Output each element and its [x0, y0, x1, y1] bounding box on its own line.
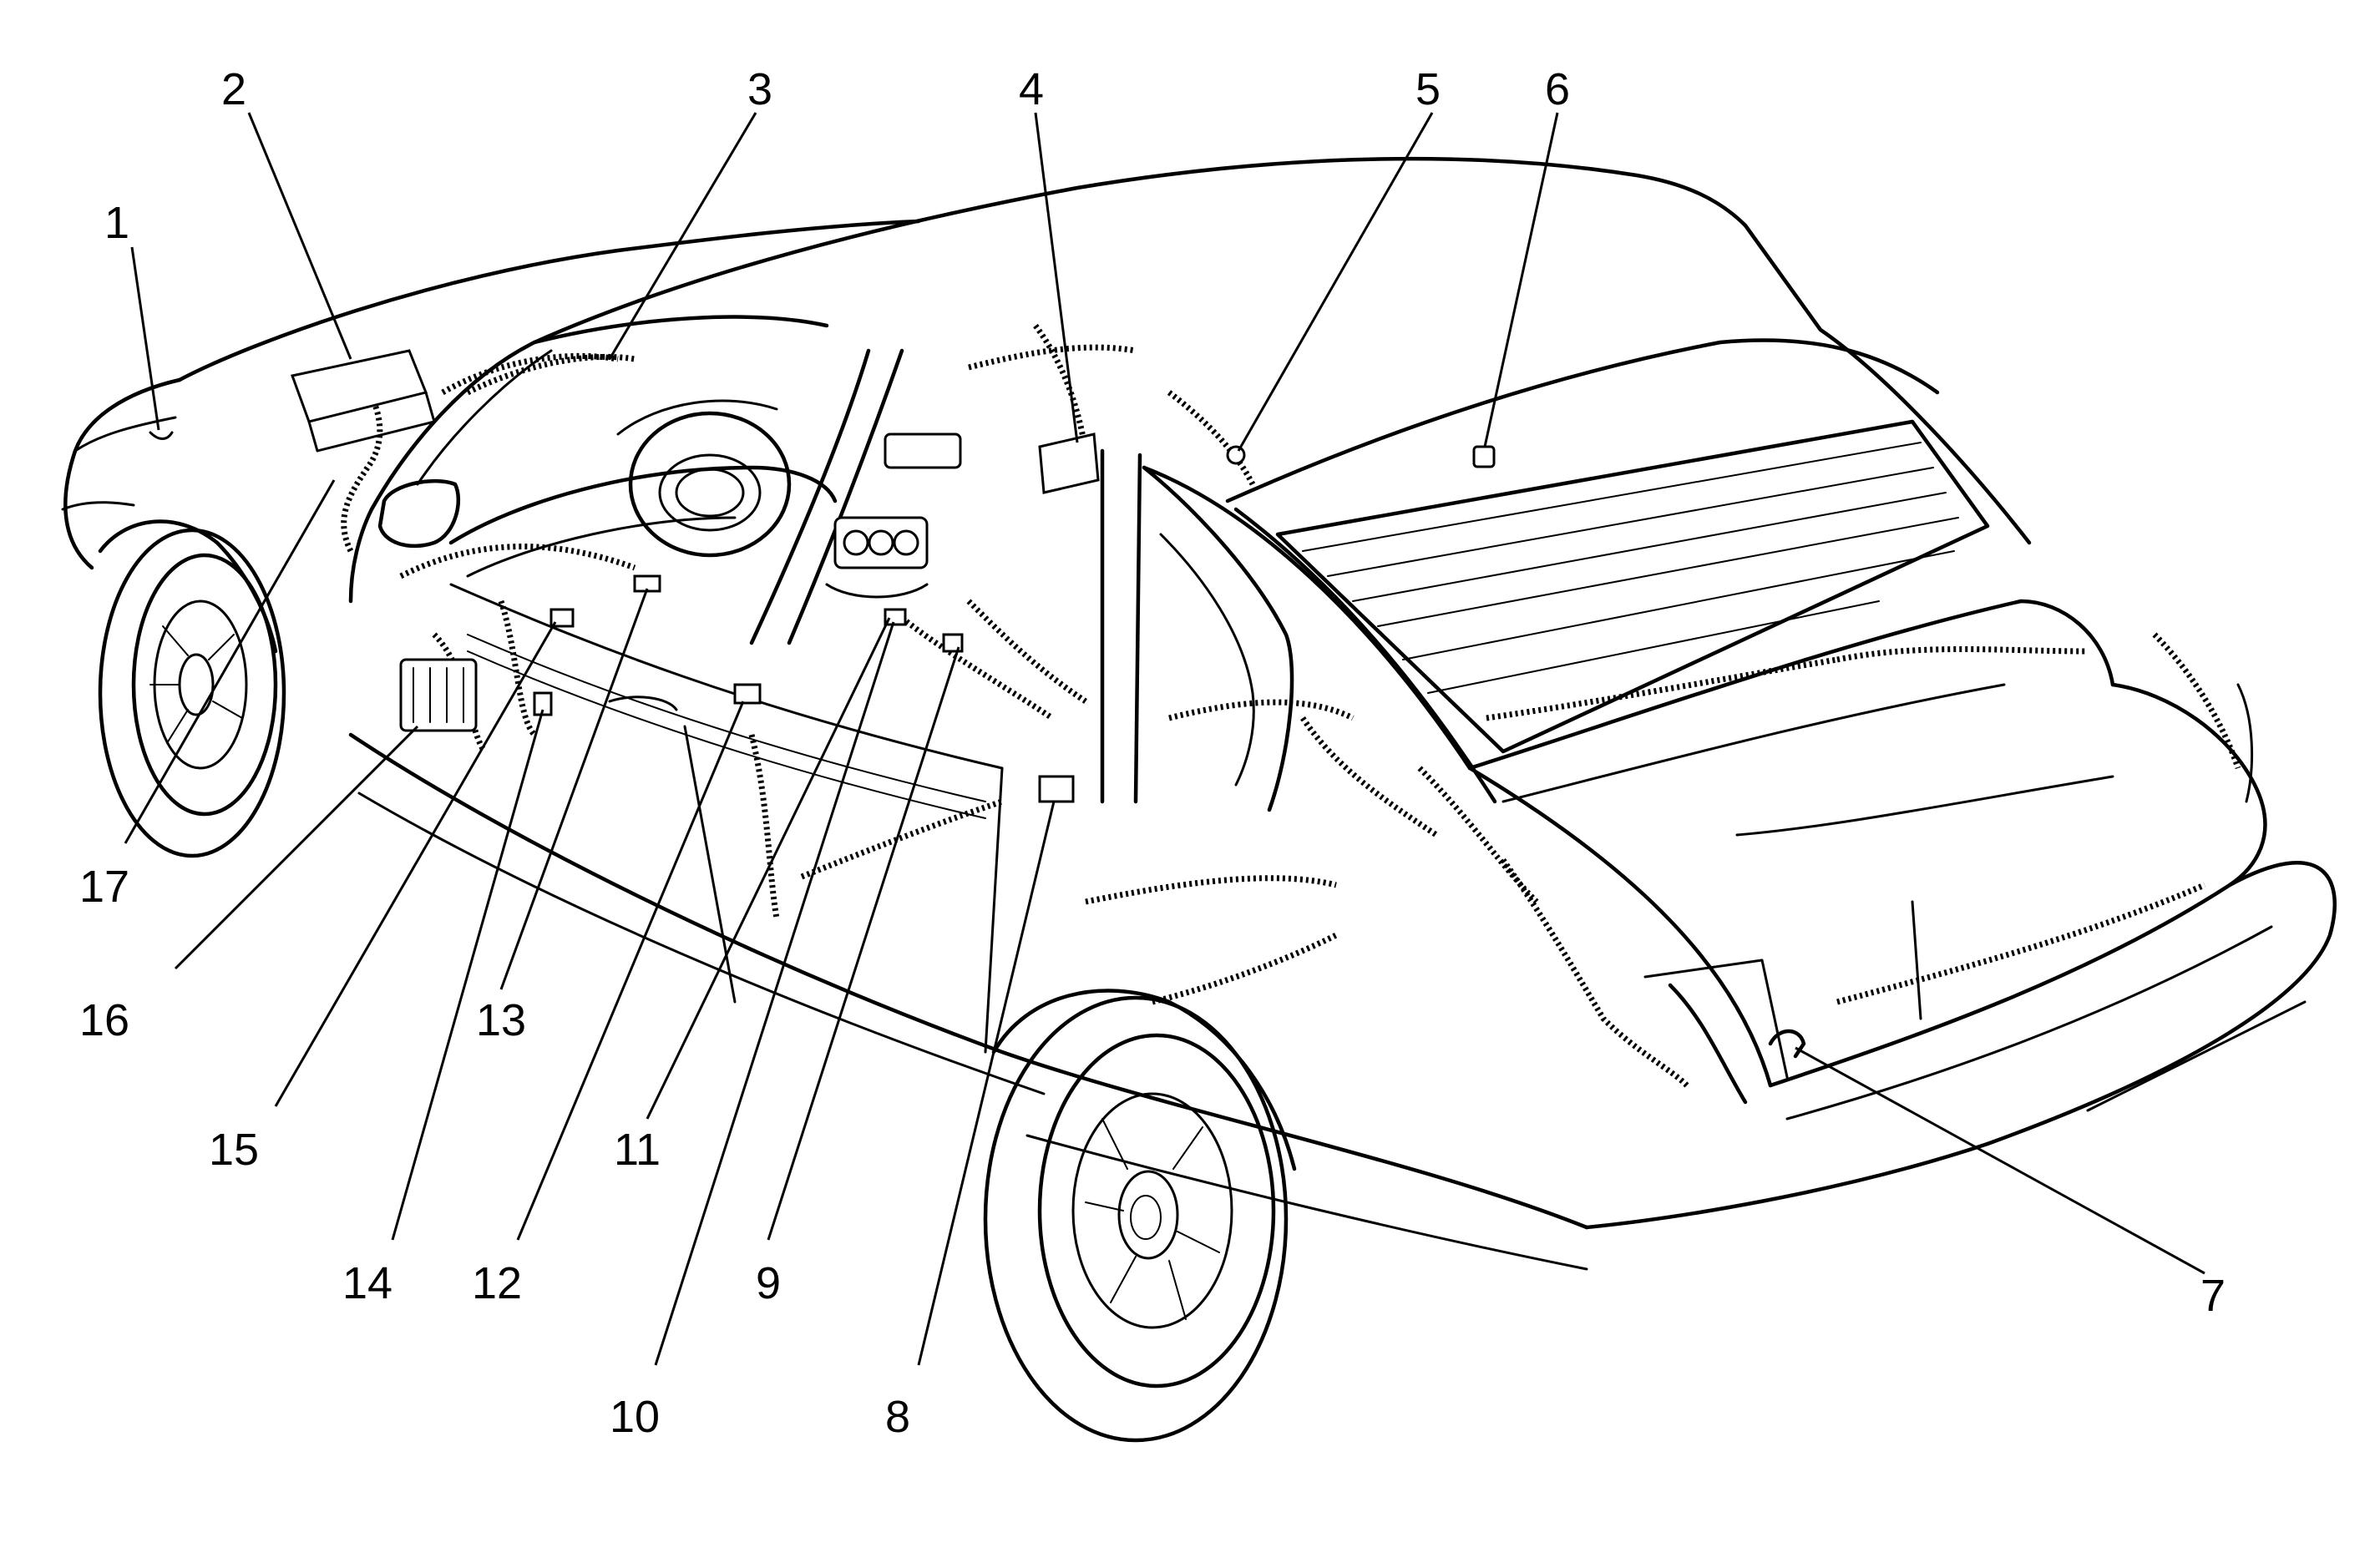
callout-6: 6	[1545, 64, 1570, 114]
callout-5: 5	[1415, 64, 1441, 114]
leader-4	[1034, 112, 1079, 443]
leader-15	[274, 621, 557, 1107]
leader-10	[654, 621, 895, 1366]
leader-1	[130, 246, 160, 431]
callout-2: 2	[221, 64, 246, 114]
callout-8: 8	[885, 1392, 910, 1442]
rear-wheel	[983, 989, 1297, 1443]
car-body	[61, 156, 2337, 1271]
callout-17: 17	[79, 862, 129, 912]
leader-9	[767, 646, 960, 1241]
callout-10: 10	[610, 1392, 660, 1442]
callout-14: 14	[342, 1258, 392, 1308]
leader-16	[174, 725, 419, 970]
callout-13: 13	[476, 995, 526, 1045]
callout-1: 1	[104, 198, 129, 248]
leader-3	[608, 112, 757, 360]
callout-labels: 1 2 3 4 5 6 7 8 9 10 11 12 13 14 15 16 1…	[79, 64, 2226, 1442]
front-wheel	[98, 519, 286, 858]
callout-15: 15	[209, 1125, 259, 1175]
leader-14	[391, 709, 544, 1241]
leader-8	[917, 801, 1056, 1366]
leader-5	[1237, 112, 1434, 452]
leader-12	[516, 701, 745, 1241]
callout-16: 16	[79, 995, 129, 1045]
callout-11: 11	[614, 1125, 661, 1175]
callout-4: 4	[1019, 64, 1044, 114]
callout-7: 7	[2200, 1271, 2226, 1321]
leader-7	[1795, 1046, 2205, 1275]
leader-lines	[124, 112, 2205, 1366]
components	[149, 349, 1806, 1059]
dashboard	[448, 399, 962, 599]
callout-12: 12	[472, 1258, 522, 1308]
leader-11	[646, 617, 891, 1120]
leader-6	[1483, 112, 1559, 448]
wiring-harnesses	[341, 323, 2241, 1088]
leader-2	[247, 112, 352, 360]
callout-3: 3	[747, 64, 772, 114]
callout-9: 9	[756, 1258, 781, 1308]
leader-17	[124, 479, 336, 844]
leader-13	[499, 588, 649, 990]
